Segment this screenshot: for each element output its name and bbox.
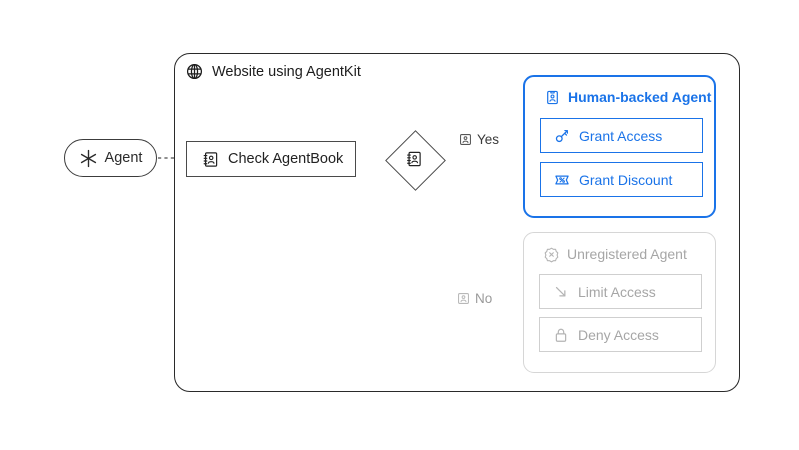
action-limit-access-label: Limit Access xyxy=(578,283,656,300)
group-human-backed-header: Human-backed Agent xyxy=(545,89,711,105)
group-unregistered-title: Unregistered Agent xyxy=(567,246,687,262)
globe-icon xyxy=(186,63,203,80)
process-node-label: Check AgentBook xyxy=(228,151,344,167)
sparkle-icon xyxy=(79,149,98,168)
action-limit-access[interactable]: Limit Access xyxy=(539,274,702,309)
arrow-down-right-icon xyxy=(553,284,569,300)
edge-label-yes-text: Yes xyxy=(477,132,500,147)
group-unregistered-header: Unregistered Agent xyxy=(544,246,687,262)
group-human-backed-agent[interactable]: Human-backed Agent Grant Access xyxy=(523,75,716,218)
edge-label-no: No xyxy=(457,291,492,306)
contact-card-icon xyxy=(457,292,470,305)
group-human-backed-title: Human-backed Agent xyxy=(568,89,712,105)
id-badge-icon xyxy=(545,90,560,105)
container-title-label: Website using AgentKit xyxy=(212,63,361,80)
action-grant-access[interactable]: Grant Access xyxy=(540,118,703,153)
decision-node[interactable] xyxy=(384,129,446,191)
action-grant-discount-label: Grant Discount xyxy=(579,171,673,188)
action-grant-access-label: Grant Access xyxy=(579,127,663,144)
group-unregistered-agent[interactable]: Unregistered Agent Limit Access Deny Acc… xyxy=(523,232,716,373)
action-deny-access-label: Deny Access xyxy=(578,326,659,343)
container-title: Website using AgentKit xyxy=(186,63,361,80)
address-book-icon xyxy=(202,151,219,168)
process-node-check-agentbook[interactable]: Check AgentBook xyxy=(186,141,356,177)
contact-card-icon xyxy=(459,133,472,146)
discount-ticket-icon xyxy=(554,172,570,188)
start-node-label: Agent xyxy=(104,150,143,166)
key-icon xyxy=(554,128,570,144)
action-deny-access[interactable]: Deny Access xyxy=(539,317,702,352)
lock-icon xyxy=(553,327,569,343)
edge-label-no-text: No xyxy=(475,291,493,306)
start-node-agent[interactable]: Agent xyxy=(64,139,157,177)
address-book-icon xyxy=(406,151,423,168)
badge-x-icon xyxy=(544,247,559,262)
action-grant-discount[interactable]: Grant Discount xyxy=(540,162,703,197)
edge-label-yes: Yes xyxy=(459,132,499,147)
